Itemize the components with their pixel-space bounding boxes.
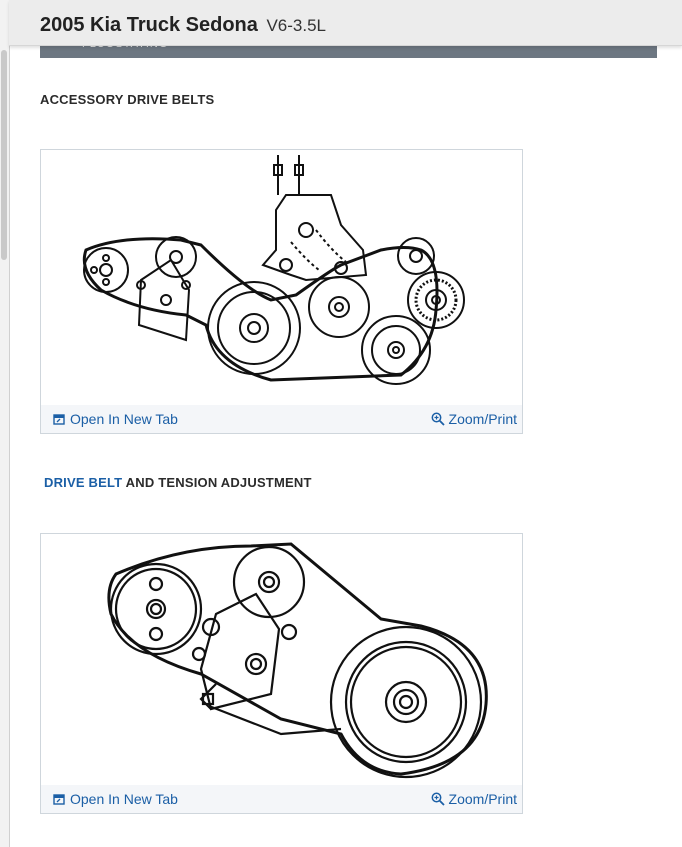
zoom-magnifier-icon (431, 412, 445, 426)
figure-footer: Open In New Tab Zoom/Print (41, 405, 522, 433)
vehicle-title: 2005 Kia Truck Sedona V6-3.5L (40, 14, 326, 37)
tension-belt-diagram (107, 542, 488, 779)
figure-footer: Open In New Tab Zoom/Print (41, 785, 522, 813)
figure-accessory-drive-belts: Open In New Tab Zoom/Print (40, 149, 523, 434)
open-in-new-tab-link[interactable]: Open In New Tab (53, 791, 178, 807)
zoom-print-label: Zoom/Print (448, 791, 517, 807)
zoom-print-link[interactable]: Zoom/Print (431, 791, 517, 807)
left-scrollbar[interactable] (0, 0, 10, 847)
open-in-new-tab-label: Open In New Tab (70, 791, 178, 807)
zoom-print-link[interactable]: Zoom/Print (431, 411, 517, 427)
drive-belt-link[interactable]: DRIVE BELT (44, 475, 123, 490)
section-heading-rest: AND TENSION ADJUSTMENT (122, 475, 312, 490)
section-heading-text: ACCESSORY DRIVE BELTS (40, 92, 215, 107)
zoom-magnifier-icon (431, 792, 445, 806)
open-in-new-tab-label: Open In New Tab (70, 411, 178, 427)
section-heading-accessory-drive-belts: ACCESSORY DRIVE BELTS (40, 92, 214, 107)
section-heading-drive-belt-tension: DRIVE BELT AND TENSION ADJUSTMENT (44, 475, 312, 490)
open-new-tab-icon (53, 414, 65, 425)
engine-spec: V6-3.5L (266, 16, 326, 35)
vehicle-name: 2005 Kia Truck Sedona (40, 14, 258, 36)
accessory-belt-diagram (82, 155, 465, 385)
page-header: 2005 Kia Truck Sedona V6-3.5L (9, 0, 682, 46)
scrollbar-thumb[interactable] (1, 50, 7, 260)
open-new-tab-icon (53, 794, 65, 805)
open-in-new-tab-link[interactable]: Open In New Tab (53, 411, 178, 427)
zoom-print-label: Zoom/Print (448, 411, 517, 427)
figure-drive-belt-tension: Open In New Tab Zoom/Print (40, 533, 523, 814)
